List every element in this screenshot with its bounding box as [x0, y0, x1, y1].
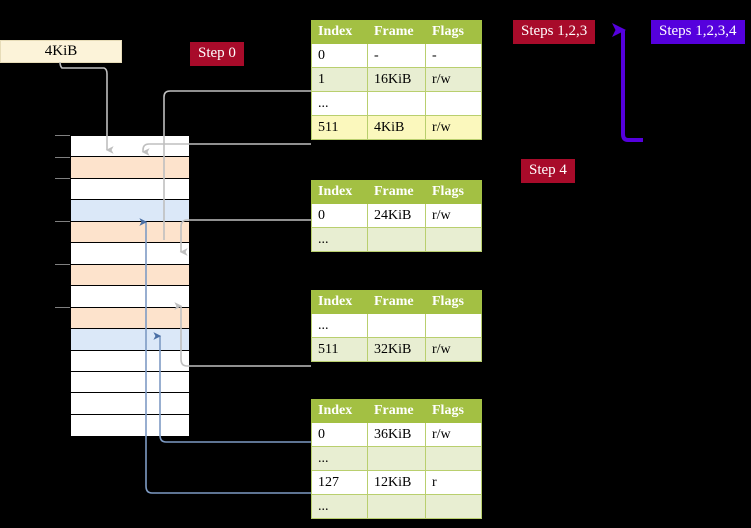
- cell-frame: [367, 227, 426, 252]
- cell-frame: [367, 313, 426, 338]
- table-row: ...: [311, 446, 482, 471]
- cell-frame: 16KiB: [367, 67, 426, 92]
- cell-index: 1: [311, 67, 368, 92]
- frame-tick-4: [55, 264, 70, 265]
- arrow-steps-loop: [612, 23, 643, 142]
- steps-123-label: Steps 1,2,3: [513, 20, 596, 44]
- cell-flags: r/w: [425, 115, 482, 140]
- cell-index: ...: [311, 227, 368, 252]
- cell-frame: 36KiB: [367, 422, 426, 447]
- memory-block-4kib-label: 4KiB: [0, 40, 122, 63]
- table-row: ...: [311, 494, 482, 519]
- table-row: 0--: [311, 43, 482, 68]
- cell-flags: r/w: [425, 203, 482, 228]
- cell-flags: [425, 91, 482, 116]
- column-header-flags: Flags: [425, 399, 482, 423]
- cell-flags: [425, 313, 482, 338]
- table-row: ...: [311, 313, 482, 338]
- cell-index: ...: [311, 91, 368, 116]
- memory-frame-row: [71, 286, 189, 308]
- column-header-flags: Flags: [425, 180, 482, 204]
- cell-index: ...: [311, 494, 368, 519]
- memory-frame-row: [71, 200, 189, 222]
- column-header-frame: Frame: [367, 20, 426, 44]
- memory-frame-row: [71, 243, 189, 265]
- step-4-label: Step 4: [521, 159, 575, 183]
- frame-tick-3: [55, 221, 70, 222]
- cell-frame: [367, 446, 426, 471]
- cell-flags: r/w: [425, 67, 482, 92]
- cell-index: ...: [311, 446, 368, 471]
- steps-1234-label: Steps 1,2,3,4: [651, 20, 745, 44]
- frame-tick-2: [55, 178, 70, 179]
- column-header-frame: Frame: [367, 180, 426, 204]
- memory-frame-row: [71, 371, 189, 394]
- cell-index: 127: [311, 470, 368, 495]
- cell-frame: 32KiB: [367, 337, 426, 362]
- cell-index: ...: [311, 313, 368, 338]
- cell-index: 0: [311, 203, 368, 228]
- frame-tick-1: [55, 157, 70, 158]
- table-row: ...: [311, 227, 482, 252]
- frame-tick-0: [55, 135, 70, 136]
- cell-flags: r/w: [425, 337, 482, 362]
- cell-flags: r: [425, 470, 482, 495]
- cell-frame: 24KiB: [367, 203, 426, 228]
- cell-flags: [425, 494, 482, 519]
- cell-frame: 4KiB: [367, 115, 426, 140]
- connector-pdp-row0-to-grid: [179, 219, 311, 256]
- cell-flags: [425, 227, 482, 252]
- memory-frame-row: [71, 136, 189, 158]
- cell-frame: -: [367, 43, 426, 68]
- column-header-frame: Frame: [367, 399, 426, 423]
- connector-pd-row511-to-grid: [174, 302, 311, 367]
- column-header-flags: Flags: [425, 20, 482, 44]
- column-header-index: Index: [311, 20, 368, 44]
- memory-frame-row: [71, 329, 189, 351]
- memory-frame-row: [71, 414, 189, 437]
- memory-frame-row: [71, 307, 189, 330]
- cell-index: 511: [311, 337, 368, 362]
- cell-index: 0: [311, 422, 368, 447]
- column-header-index: Index: [311, 290, 368, 314]
- frame-tick-5: [55, 307, 70, 308]
- physical-memory-grid: [70, 135, 190, 437]
- column-header-frame: Frame: [367, 290, 426, 314]
- step-0-label: Step 0: [190, 42, 244, 66]
- memory-frame-row: [71, 350, 189, 372]
- column-header-index: Index: [311, 399, 368, 423]
- cell-flags: r/w: [425, 422, 482, 447]
- memory-frame-row: [71, 157, 189, 179]
- column-header-index: Index: [311, 180, 368, 204]
- cell-frame: [367, 494, 426, 519]
- cell-frame: [367, 91, 426, 116]
- table-row: ...: [311, 91, 482, 116]
- cell-flags: [425, 446, 482, 471]
- memory-frame-row: [71, 221, 189, 244]
- column-header-flags: Flags: [425, 290, 482, 314]
- memory-frame-row: [71, 178, 189, 201]
- cell-frame: 12KiB: [367, 470, 426, 495]
- cell-index: 0: [311, 43, 368, 68]
- cell-index: 511: [311, 115, 368, 140]
- memory-frame-row: [71, 264, 189, 287]
- cell-flags: -: [425, 43, 482, 68]
- memory-frame-row: [71, 393, 189, 415]
